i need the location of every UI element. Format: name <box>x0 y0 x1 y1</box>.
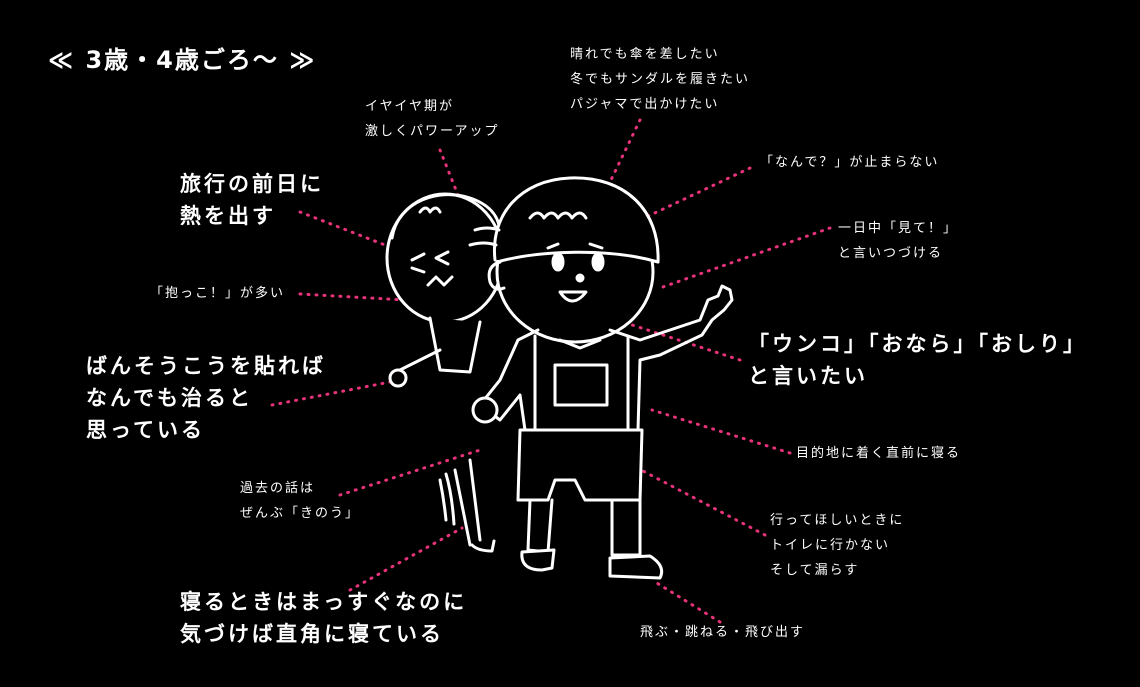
label-fever: 旅行の前日に 熱を出す <box>180 172 324 228</box>
label-past: 過去の話は ぜんぶ「きのう」 <box>240 481 361 521</box>
label-nande: 「なんで？」が止まらない <box>760 155 940 170</box>
age-range-heading: ≪ 3歳・4歳ごろ〜 ≫ <box>48 46 317 74</box>
crying-child <box>385 192 505 553</box>
label-mite: 一日中「見て！」 と言いつづける <box>838 221 959 261</box>
label-umbrella: 晴れでも傘を差したい 冬でもサンダルを履きたい パジャマで出かけたい <box>570 47 751 112</box>
label-sleep-arrival: 目的地に着く直前に寝る <box>796 446 962 461</box>
label-jump: 飛ぶ・跳ねる・飛び出す <box>640 625 806 640</box>
label-sleep-angle: 寝るときはまっすぐなのに 気づけば直角に寝ている <box>180 590 468 646</box>
label-iyaiya: イヤイヤ期が 激しくパワーアップ <box>365 99 500 139</box>
label-bandage: ばんそうこうを貼れば なんでも治ると 思っている <box>86 354 326 442</box>
label-unko: 「ウンコ」「おなら」「おしり」 と言いたい <box>748 332 1087 388</box>
label-toilet: 行ってほしいときに トイレに行かない そして漏らす <box>770 513 905 578</box>
pointing-child <box>468 176 734 580</box>
label-dakko: 「抱っこ！」が多い <box>150 286 286 301</box>
